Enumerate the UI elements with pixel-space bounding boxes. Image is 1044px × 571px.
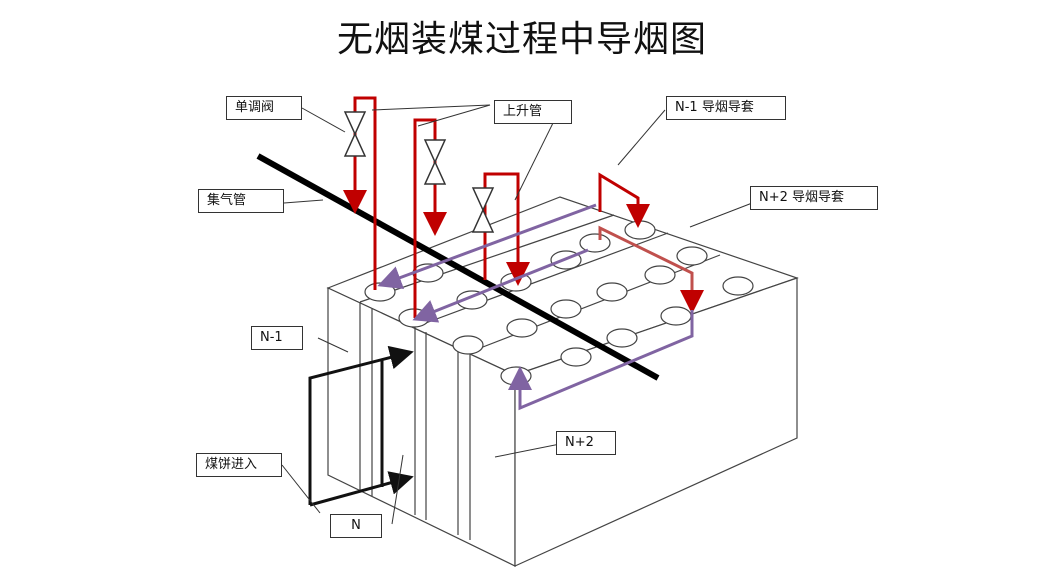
charging-hole bbox=[550, 299, 582, 319]
valve-icon bbox=[423, 139, 447, 185]
guide-route-2 bbox=[412, 248, 589, 323]
guide-routes bbox=[377, 203, 694, 411]
charging-hole bbox=[456, 290, 488, 310]
charging-hole bbox=[644, 265, 676, 285]
oven-block bbox=[326, 196, 799, 567]
charging-holes bbox=[364, 220, 754, 386]
valves bbox=[343, 111, 495, 233]
label-n-plus-2: N+2 bbox=[556, 431, 616, 455]
label-n2-sleeve: N+2 导烟导套 bbox=[750, 186, 878, 210]
charging-hole bbox=[722, 276, 754, 296]
charging-hole bbox=[676, 246, 708, 266]
n2-sleeve-path bbox=[598, 225, 704, 314]
valve-icon bbox=[343, 111, 367, 157]
charging-hole bbox=[452, 335, 484, 355]
diagram-title: 无烟装煤过程中导烟图 bbox=[336, 19, 707, 60]
charging-hole bbox=[660, 306, 692, 326]
n1-sleeve-path bbox=[598, 172, 650, 228]
label-gas-collector: 集气管 bbox=[198, 189, 284, 213]
leader-lines bbox=[281, 104, 761, 525]
label-single-valve: 单调阀 bbox=[226, 96, 302, 120]
coal-cake-entry bbox=[308, 345, 414, 507]
charging-hole bbox=[364, 282, 396, 302]
guide-route-3 bbox=[508, 310, 694, 411]
charging-hole bbox=[579, 233, 611, 253]
label-riser: 上升管 bbox=[494, 100, 572, 124]
charging-hole bbox=[500, 366, 532, 386]
charging-hole bbox=[560, 347, 592, 367]
valve-icon bbox=[471, 187, 495, 233]
charging-hole bbox=[624, 220, 656, 240]
label-n-minus-1: N-1 bbox=[251, 326, 303, 350]
charging-hole bbox=[606, 328, 638, 348]
guide-route-1 bbox=[377, 203, 597, 289]
label-coal-cake-in: 煤饼进入 bbox=[196, 453, 282, 477]
gas-collector-main bbox=[256, 153, 660, 381]
charging-hole bbox=[596, 282, 628, 302]
label-n1-sleeve: N-1 导烟导套 bbox=[666, 96, 786, 120]
label-n: N bbox=[330, 514, 382, 538]
charging-hole bbox=[506, 318, 538, 338]
